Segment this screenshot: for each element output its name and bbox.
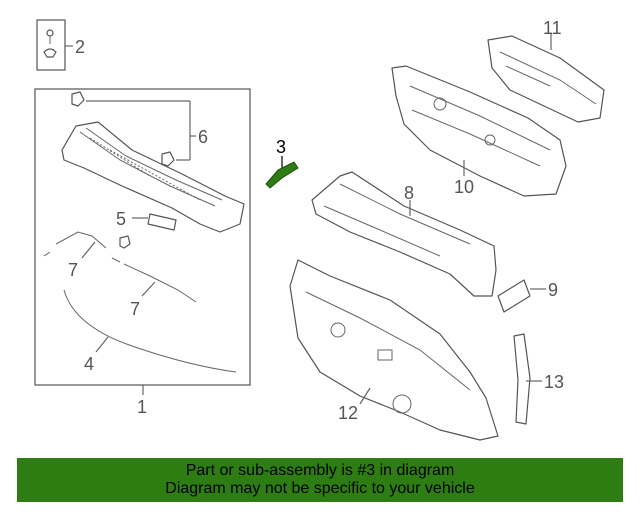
callout-13: 13 bbox=[544, 372, 564, 392]
part-12-lower-panel: 12 bbox=[289, 259, 499, 441]
callout-12: 12 bbox=[338, 403, 358, 423]
callout-2: 2 bbox=[75, 37, 85, 57]
part-8-cowl-member: 8 bbox=[311, 171, 497, 297]
banner-line-1: Part or sub-assembly is #3 in diagram bbox=[185, 462, 455, 479]
callout-4: 4 bbox=[84, 354, 94, 374]
part-4-seal-strip: 4 bbox=[63, 289, 237, 374]
callout-1: 1 bbox=[137, 397, 147, 417]
part-2-clip-box: 2 bbox=[36, 19, 85, 71]
part-11-panel: 11 bbox=[487, 18, 605, 123]
info-banner: Part or sub-assembly is #3 in diagram Di… bbox=[17, 458, 623, 502]
callout-9: 9 bbox=[548, 280, 558, 300]
part-7-seals: 7 7 bbox=[43, 231, 197, 319]
cowl-grille-part bbox=[61, 121, 245, 233]
part-5-pad: 5 bbox=[116, 209, 177, 231]
callout-3: 3 bbox=[276, 137, 286, 157]
callout-11: 11 bbox=[543, 18, 562, 38]
callout-7-upper: 7 bbox=[68, 260, 78, 280]
callout-7-lower: 7 bbox=[130, 299, 140, 319]
part-9-bracket: 9 bbox=[497, 279, 558, 313]
part-3-highlighted: 3 bbox=[265, 137, 299, 189]
part-1-cowl-assembly-box: 1 6 5 bbox=[34, 88, 251, 417]
part-13-brace: 13 bbox=[513, 333, 564, 425]
part-6-clips: 6 bbox=[71, 91, 208, 167]
callout-6: 6 bbox=[198, 127, 208, 147]
retainer-clip bbox=[119, 235, 131, 249]
callout-8: 8 bbox=[404, 183, 414, 203]
callout-5: 5 bbox=[116, 209, 126, 229]
callout-10: 10 bbox=[454, 177, 474, 197]
part-10-dash-panel: 10 bbox=[391, 65, 567, 197]
banner-line-2: Diagram may not be specific to your vehi… bbox=[165, 480, 475, 497]
